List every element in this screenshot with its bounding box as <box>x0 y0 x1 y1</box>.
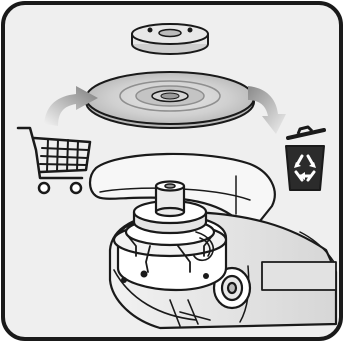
flange-nut-icon <box>132 24 208 54</box>
grinding-disc-icon <box>86 72 254 128</box>
